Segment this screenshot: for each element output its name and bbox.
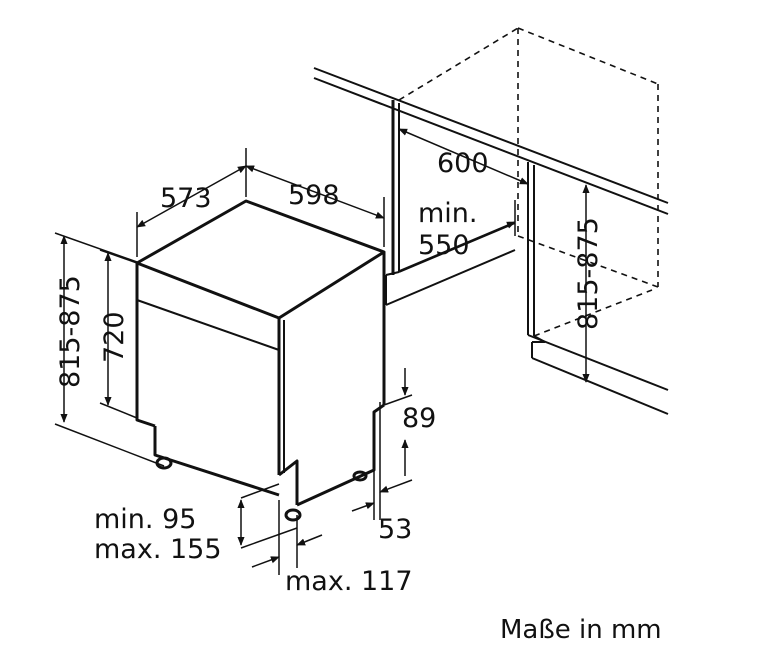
label-niche-height-815-875: 815-875 — [573, 217, 604, 330]
label-niche-depth-550: 550 — [418, 230, 470, 261]
dishwasher-body — [135, 199, 386, 522]
label-height-720: 720 — [99, 311, 130, 363]
label-feet-min-95: min. 95 — [94, 504, 196, 535]
label-toe-max-117: max. 117 — [285, 566, 413, 597]
label-height-815-875: 815-875 — [55, 275, 86, 388]
units-caption: Maße in mm — [500, 615, 662, 645]
label-plinth-89: 89 — [402, 403, 436, 434]
dimension-labels: 573 598 600 min. 550 815-875 815-875 720… — [55, 148, 662, 645]
label-width-598: 598 — [288, 180, 340, 211]
label-depth-573: 573 — [160, 183, 212, 214]
label-niche-width-600: 600 — [437, 148, 489, 179]
dimension-lines — [54, 128, 590, 575]
label-plinth-53: 53 — [378, 514, 412, 545]
niche-outline — [313, 27, 669, 415]
label-niche-depth-min: min. — [418, 198, 478, 229]
label-feet-max-155: max. 155 — [94, 534, 222, 565]
